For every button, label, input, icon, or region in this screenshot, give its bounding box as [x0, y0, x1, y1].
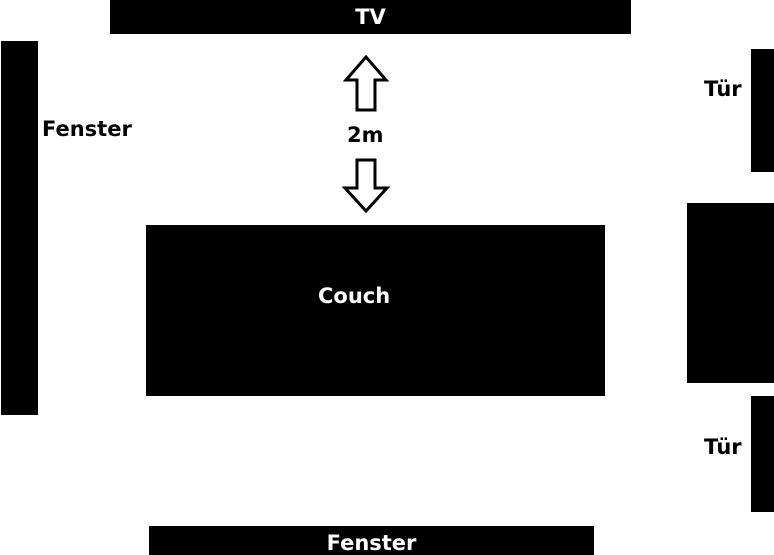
- couch: Couch: [146, 225, 605, 396]
- door-top: [751, 49, 774, 172]
- door-bottom-label: Tür: [704, 435, 742, 459]
- window-bottom-label: Fenster: [326, 530, 417, 555]
- window-left-label: Fenster: [42, 117, 132, 141]
- tv-label: TV: [355, 5, 386, 29]
- arrow-up-icon: [343, 55, 389, 112]
- door-bottom: [751, 396, 774, 512]
- window-bottom: Fenster: [149, 526, 594, 555]
- arrow-down-icon: [342, 158, 390, 214]
- wall-block: [687, 203, 774, 383]
- couch-label: Couch: [318, 284, 391, 308]
- window-left: [1, 41, 38, 415]
- distance-label: 2m: [347, 123, 384, 147]
- door-top-label: Tür: [704, 77, 742, 101]
- tv: TV: [110, 0, 631, 34]
